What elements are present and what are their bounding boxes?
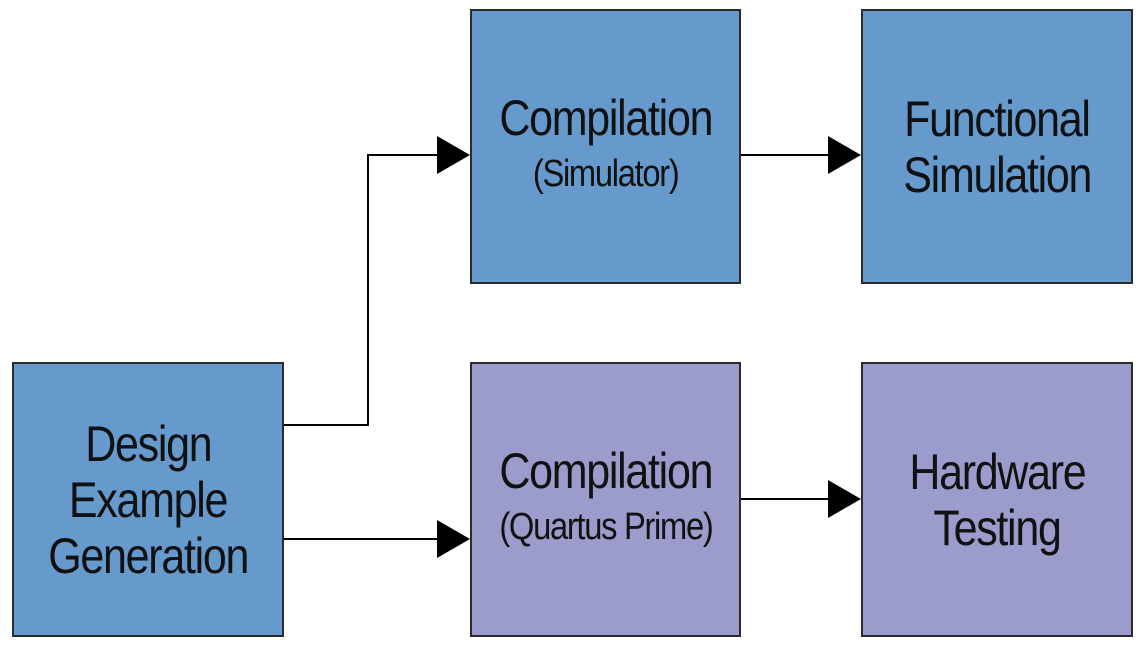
compilation-simulator-title: Compilation xyxy=(499,90,713,146)
functional-simulation-line1: Functional xyxy=(904,90,1091,147)
design-label-line2: Example xyxy=(68,471,229,528)
compilation-quartus-prime-box: Compilation (Quartus Prime) xyxy=(470,362,741,637)
compilation-quartus-subtitle: (Quartus Prime) xyxy=(498,506,713,548)
compilation-simulator-box: Compilation (Simulator) xyxy=(470,9,741,284)
compilation-simulator-subtitle: (Simulator) xyxy=(532,153,680,195)
arrowhead-compilation-simulator xyxy=(437,136,470,174)
arrowhead-functional-simulation xyxy=(828,136,861,174)
hardware-testing-box: Hardware Testing xyxy=(861,362,1133,637)
hardware-testing-line1: Hardware xyxy=(908,443,1086,500)
compilation-quartus-title: Compilation xyxy=(499,443,713,499)
design-label-line1: Design xyxy=(84,415,212,472)
functional-simulation-box: Functional Simulation xyxy=(861,9,1133,284)
design-example-generation-box: Design Example Generation xyxy=(12,362,284,637)
design-label-line3: Generation xyxy=(48,527,249,584)
functional-simulation-line2: Simulation xyxy=(903,146,1092,203)
arrowhead-hardware-testing xyxy=(828,480,861,518)
hardware-testing-line2: Testing xyxy=(933,499,1062,556)
arrowhead-compilation-quartus xyxy=(437,520,470,558)
connector-design-to-compilation-simulator xyxy=(284,154,440,426)
